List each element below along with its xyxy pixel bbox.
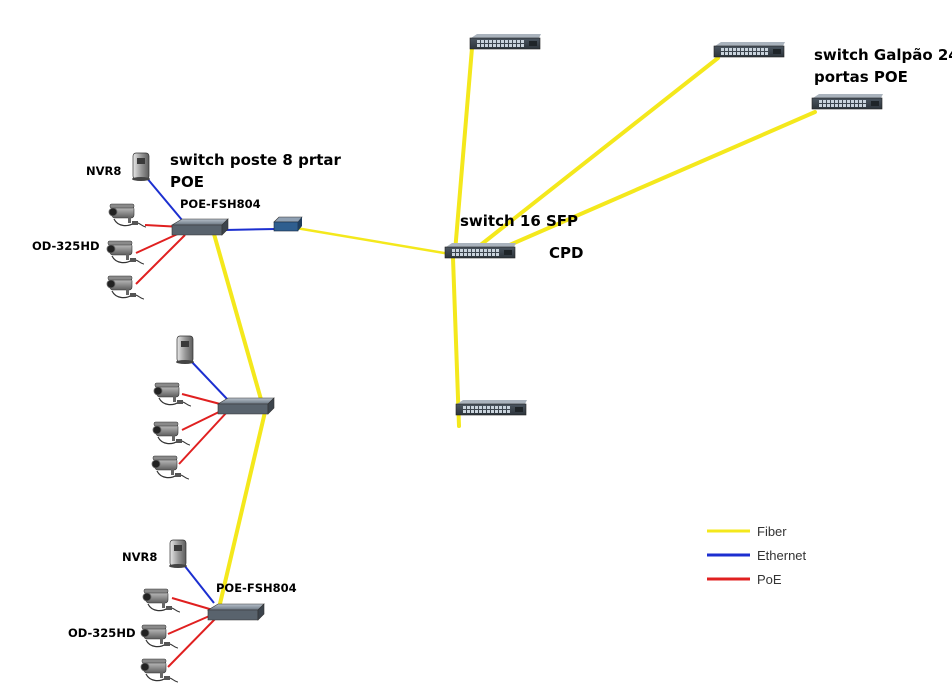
legend: Fiber Ethernet PoE bbox=[707, 524, 807, 587]
legend-label-fiber: Fiber bbox=[757, 524, 787, 539]
camera-icon bbox=[140, 624, 179, 649]
camera-icon bbox=[108, 203, 147, 228]
poe-link bbox=[167, 613, 215, 635]
poe-link bbox=[135, 231, 183, 254]
ethernet-link-nvr-top bbox=[145, 176, 183, 221]
nvr-icon bbox=[131, 152, 151, 182]
ethernet-link-nvr-mid bbox=[189, 359, 229, 401]
poe-switch-bottom bbox=[207, 603, 265, 621]
nvr-icon bbox=[168, 539, 188, 569]
switch-poste-title-line2: POE bbox=[170, 173, 204, 191]
rack-switch-mid-right bbox=[713, 41, 786, 58]
poe-model-label-top: POE-FSH804 bbox=[180, 197, 261, 211]
ethernet-links bbox=[145, 176, 277, 604]
poe-link bbox=[167, 617, 217, 668]
ethernet-link-converter bbox=[224, 228, 277, 231]
poe-link bbox=[181, 393, 225, 406]
core-switch-label: switch 16 SFP bbox=[460, 212, 578, 230]
rack-switch-galpao bbox=[811, 93, 884, 110]
switch-galpao-label-line2: portas POE bbox=[814, 68, 908, 86]
fiber-link-core-galpao bbox=[496, 110, 817, 252]
camera-model-label-bottom: OD-325HD bbox=[68, 626, 135, 640]
fiber-link-converter-core bbox=[294, 226, 452, 256]
fiber-link-core-mid-right bbox=[476, 56, 720, 249]
media-converter-icon bbox=[273, 216, 303, 232]
core-switch-16-sfp bbox=[444, 242, 517, 259]
poe-switch-top bbox=[171, 218, 229, 236]
camera-icon bbox=[106, 275, 145, 300]
camera-model-label-top: OD-325HD bbox=[32, 239, 99, 253]
fiber-link-core-top bbox=[453, 46, 474, 254]
poe-link bbox=[178, 411, 228, 465]
fiber-links bbox=[212, 46, 817, 610]
camera-icon bbox=[142, 588, 181, 613]
legend-label-ethernet: Ethernet bbox=[757, 548, 807, 563]
poe-links bbox=[135, 224, 228, 668]
camera-icon bbox=[152, 421, 191, 446]
poe-link bbox=[135, 234, 186, 285]
ethernet-link-nvr-bottom bbox=[183, 564, 215, 604]
nvr-label-bottom: NVR8 bbox=[122, 550, 157, 564]
switch-poste-title-line1: switch poste 8 prtar bbox=[170, 151, 342, 169]
switch-galpao-label-line1: switch Galpão 24 bbox=[814, 46, 952, 64]
cpd-label: CPD bbox=[549, 244, 583, 262]
rack-switch-bottom bbox=[455, 399, 528, 416]
nvr-icon bbox=[175, 335, 195, 365]
poe-link bbox=[171, 597, 214, 611]
poe-switch-mid bbox=[217, 397, 275, 415]
fiber-link-pole1-pole2 bbox=[212, 232, 264, 405]
poe-model-label-bottom: POE-FSH804 bbox=[216, 581, 297, 595]
fiber-link-core-down bbox=[451, 256, 461, 428]
rack-switch-top bbox=[469, 33, 542, 50]
nvr-label-top: NVR8 bbox=[86, 164, 121, 178]
fiber-link-pole2-pole3 bbox=[217, 410, 267, 610]
legend-label-poe: PoE bbox=[757, 572, 782, 587]
